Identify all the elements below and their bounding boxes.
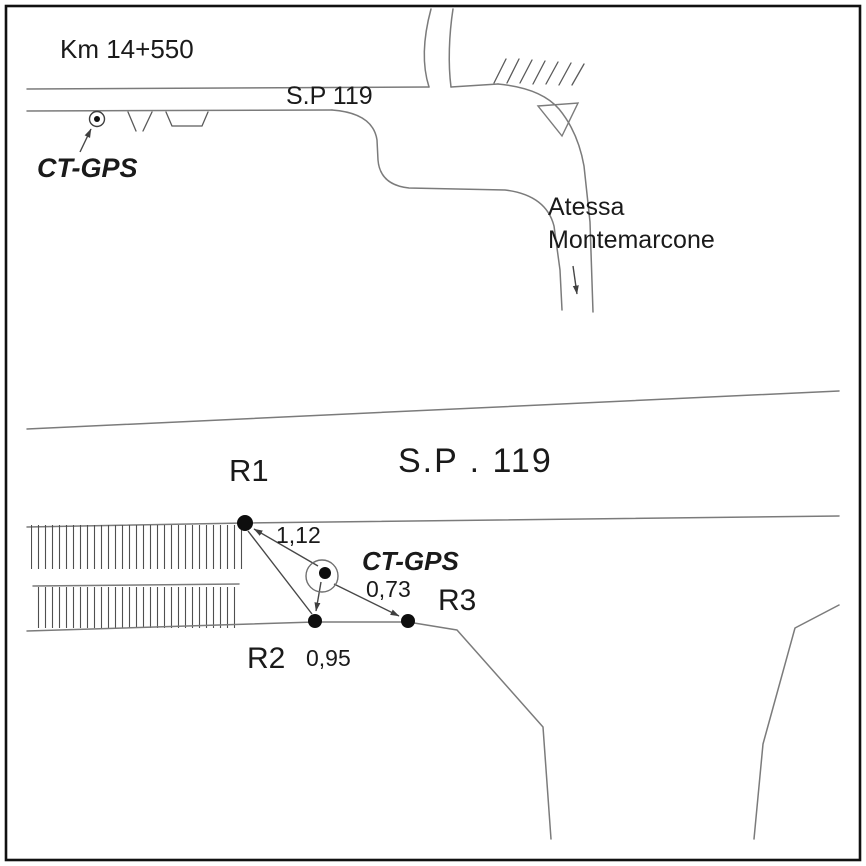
detail-road-name-label: S.P . 119 xyxy=(398,442,553,480)
overview-gps-label: CT-GPS xyxy=(37,153,138,183)
detail-wall-middle-line xyxy=(32,583,240,587)
detail-gps-label: CT-GPS xyxy=(362,546,459,576)
detail-lower-boundary-and-branch-left-edge xyxy=(26,621,552,840)
overview-main-road-lower-edge xyxy=(26,109,333,112)
overview-gps-pointer-arrow-icon xyxy=(79,128,92,153)
destination-label-line2: Montemarcone xyxy=(548,226,715,254)
measure-arrow-to-r1 xyxy=(253,528,319,567)
overview-north-road-right-edge xyxy=(448,8,454,88)
detail-branch-road-right-edge xyxy=(753,604,840,840)
overview-hatch-marks xyxy=(493,58,585,86)
detail-point-r2 xyxy=(308,614,322,628)
overview-gps-ring xyxy=(88,110,106,128)
overview-traffic-island xyxy=(536,102,580,138)
destination-direction-arrow-icon xyxy=(572,265,579,295)
detail-gps-ring xyxy=(305,559,339,593)
detail-point-r3 xyxy=(401,614,415,628)
r3-label: R3 xyxy=(438,584,476,617)
overview-main-road-upper-edge xyxy=(26,86,430,90)
overview-culvert-marks xyxy=(127,111,209,132)
detail-wall-hatch-row2 xyxy=(35,587,240,628)
detail-road-upper-edge xyxy=(26,390,840,430)
overview-main-road-upper-edge-east xyxy=(450,83,499,88)
r1-label: R1 xyxy=(229,453,269,488)
measure-arrow-to-r2 xyxy=(314,581,322,612)
distance-label-r2: 0,95 xyxy=(306,645,351,671)
detail-wall-hatch-row1 xyxy=(31,525,243,569)
detail-gps-dot xyxy=(319,567,331,579)
overview-km-label: Km 14+550 xyxy=(60,34,194,64)
border-frame xyxy=(4,4,862,862)
overview-north-road-left-edge xyxy=(423,8,432,88)
overview-gps-dot xyxy=(94,116,100,122)
overview-southeast-road-right-edge xyxy=(497,83,594,313)
destination-label-line1: Atessa xyxy=(548,193,625,221)
overview-junction-ramp-left-edge xyxy=(331,109,563,311)
detail-road-lower-edge xyxy=(244,515,840,524)
detail-point-r1 xyxy=(237,515,253,531)
distance-label-r3: 0,73 xyxy=(366,576,411,602)
baseline-r1-r2 xyxy=(247,530,313,615)
overview-road-name-label: S.P 119 xyxy=(286,82,373,110)
distance-label-r1: 1,12 xyxy=(276,522,321,548)
measure-arrow-to-r3 xyxy=(333,583,400,617)
r2-label: R2 xyxy=(247,642,285,675)
